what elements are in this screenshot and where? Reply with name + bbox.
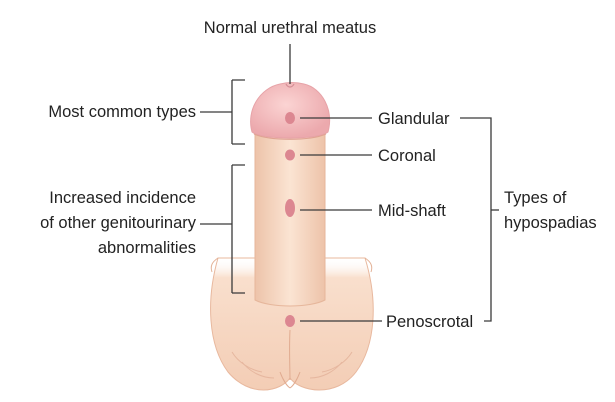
most-common-bracket xyxy=(200,79,245,145)
glandular-meatus xyxy=(285,112,295,124)
most-common-label: Most common types xyxy=(48,103,196,121)
types-bracket xyxy=(460,117,499,322)
types-label-line-1: Types of xyxy=(504,189,567,207)
penoscrotal-label: Penoscrotal xyxy=(386,313,473,331)
midshaft-meatus xyxy=(285,199,295,217)
glandular-label: Glandular xyxy=(378,110,450,128)
penoscrotal-meatus xyxy=(285,315,295,327)
normal-meatus-label: Normal urethral meatus xyxy=(204,19,376,37)
increased-incidence-line-2: of other genitourinary xyxy=(40,214,197,232)
increased-incidence-line-1: Increased incidence xyxy=(49,189,196,207)
coronal-label: Coronal xyxy=(378,147,436,165)
types-label-line-2: hypospadias xyxy=(504,214,597,232)
glans xyxy=(250,82,330,140)
increased-incidence-bracket xyxy=(200,164,245,294)
coronal-meatus xyxy=(285,149,295,161)
midshaft-label: Mid-shaft xyxy=(378,202,446,220)
increased-incidence-line-3: abnormalities xyxy=(98,239,196,257)
